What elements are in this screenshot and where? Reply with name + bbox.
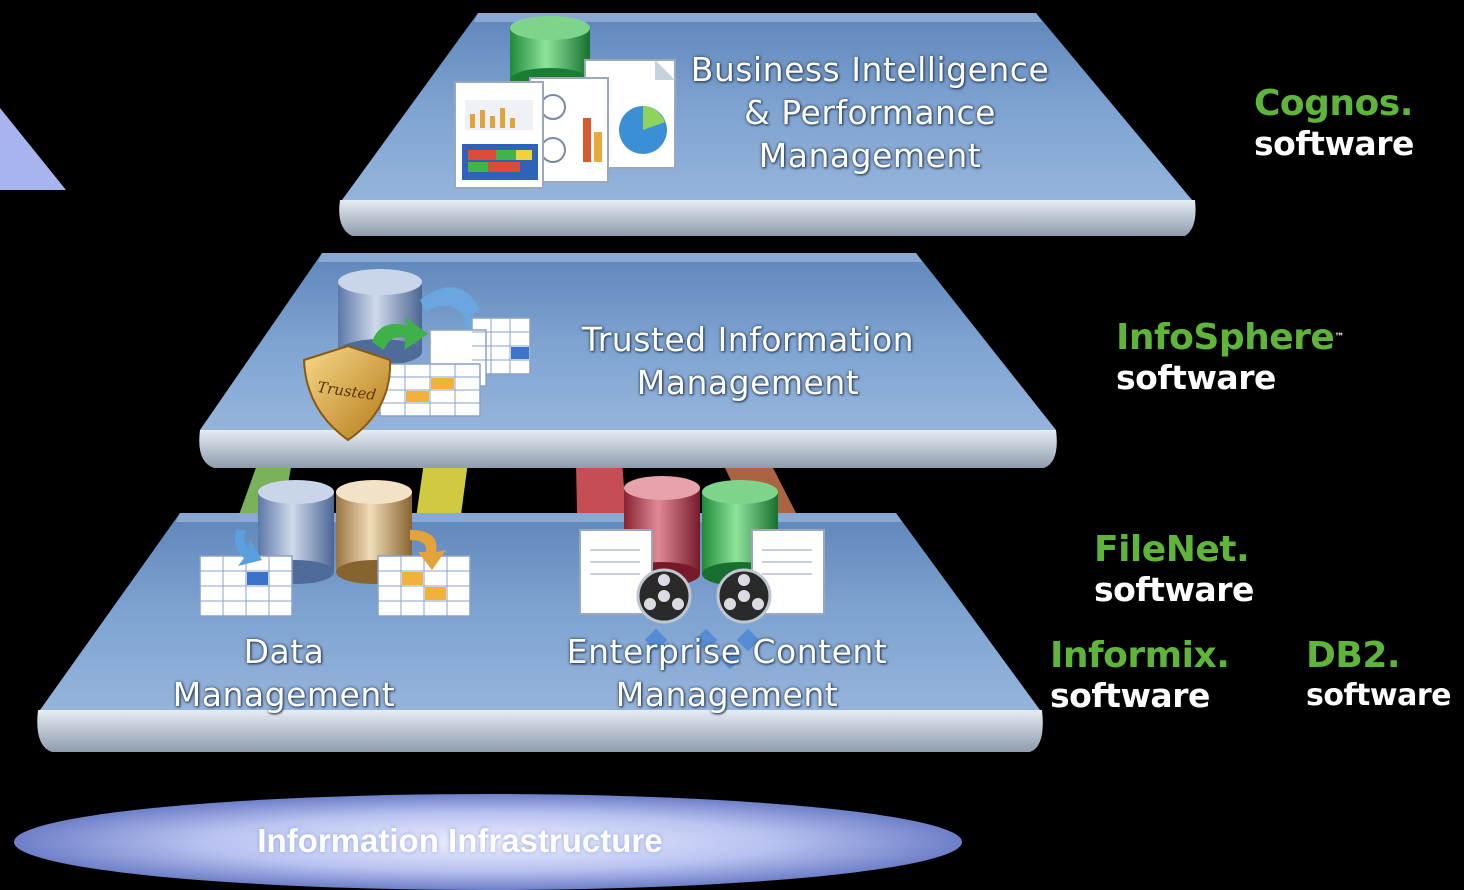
brand-informix: Informix. software xyxy=(1050,635,1230,716)
bi-line-3: Management xyxy=(758,136,982,175)
brand-cognos-suffix: software xyxy=(1254,124,1414,163)
data-management-label: Data Management xyxy=(144,630,424,716)
infrastructure-label: Information Infrastructure xyxy=(257,822,663,859)
brand-infosphere-name: InfoSphere xyxy=(1116,317,1335,358)
bi-line-2: & Performance xyxy=(744,93,996,132)
brand-informix-name: Informix. xyxy=(1050,635,1230,676)
data-management-line-1: Data xyxy=(243,632,325,671)
bi-reports-icon xyxy=(454,16,676,189)
trademark-mark: ™ xyxy=(1334,332,1344,343)
tim-line-2: Management xyxy=(636,363,860,402)
brand-infosphere: InfoSphere™ software xyxy=(1116,318,1344,398)
brand-informix-suffix: software xyxy=(1050,676,1210,715)
brand-cognos-name: Cognos. xyxy=(1254,83,1413,124)
brand-filenet-suffix: software xyxy=(1094,570,1254,609)
bi-tier-label: Business Intelligence & Performance Mana… xyxy=(660,48,1080,177)
brand-filenet-name: FileNet. xyxy=(1094,529,1250,570)
brand-db2: DB2. software xyxy=(1306,636,1451,716)
trusted-data-icon: Trusted xyxy=(302,269,531,442)
brand-db2-suffix: software xyxy=(1306,678,1451,713)
tim-tier-label: Trusted Information Management xyxy=(548,318,948,404)
bi-line-1: Business Intelligence xyxy=(690,50,1050,89)
data-management-icon xyxy=(199,480,471,617)
content-management-icon xyxy=(579,476,825,670)
infrastructure-base xyxy=(14,794,962,890)
brand-infosphere-name-wrap: InfoSphere™ xyxy=(1116,318,1344,358)
brand-cognos: Cognos. software xyxy=(1254,84,1414,164)
data-management-line-2: Management xyxy=(172,675,396,714)
brand-filenet: FileNet. software xyxy=(1094,530,1254,610)
brand-infosphere-suffix: software xyxy=(1116,358,1276,397)
ecm-tier-label: Enterprise Content Management xyxy=(552,630,902,716)
ecm-line-1: Enterprise Content xyxy=(566,632,888,671)
ecm-line-2: Management xyxy=(615,675,839,714)
partial-triangle-shape xyxy=(0,108,66,190)
tim-line-1: Trusted Information xyxy=(581,320,915,359)
brand-db2-name: DB2. xyxy=(1306,635,1401,676)
